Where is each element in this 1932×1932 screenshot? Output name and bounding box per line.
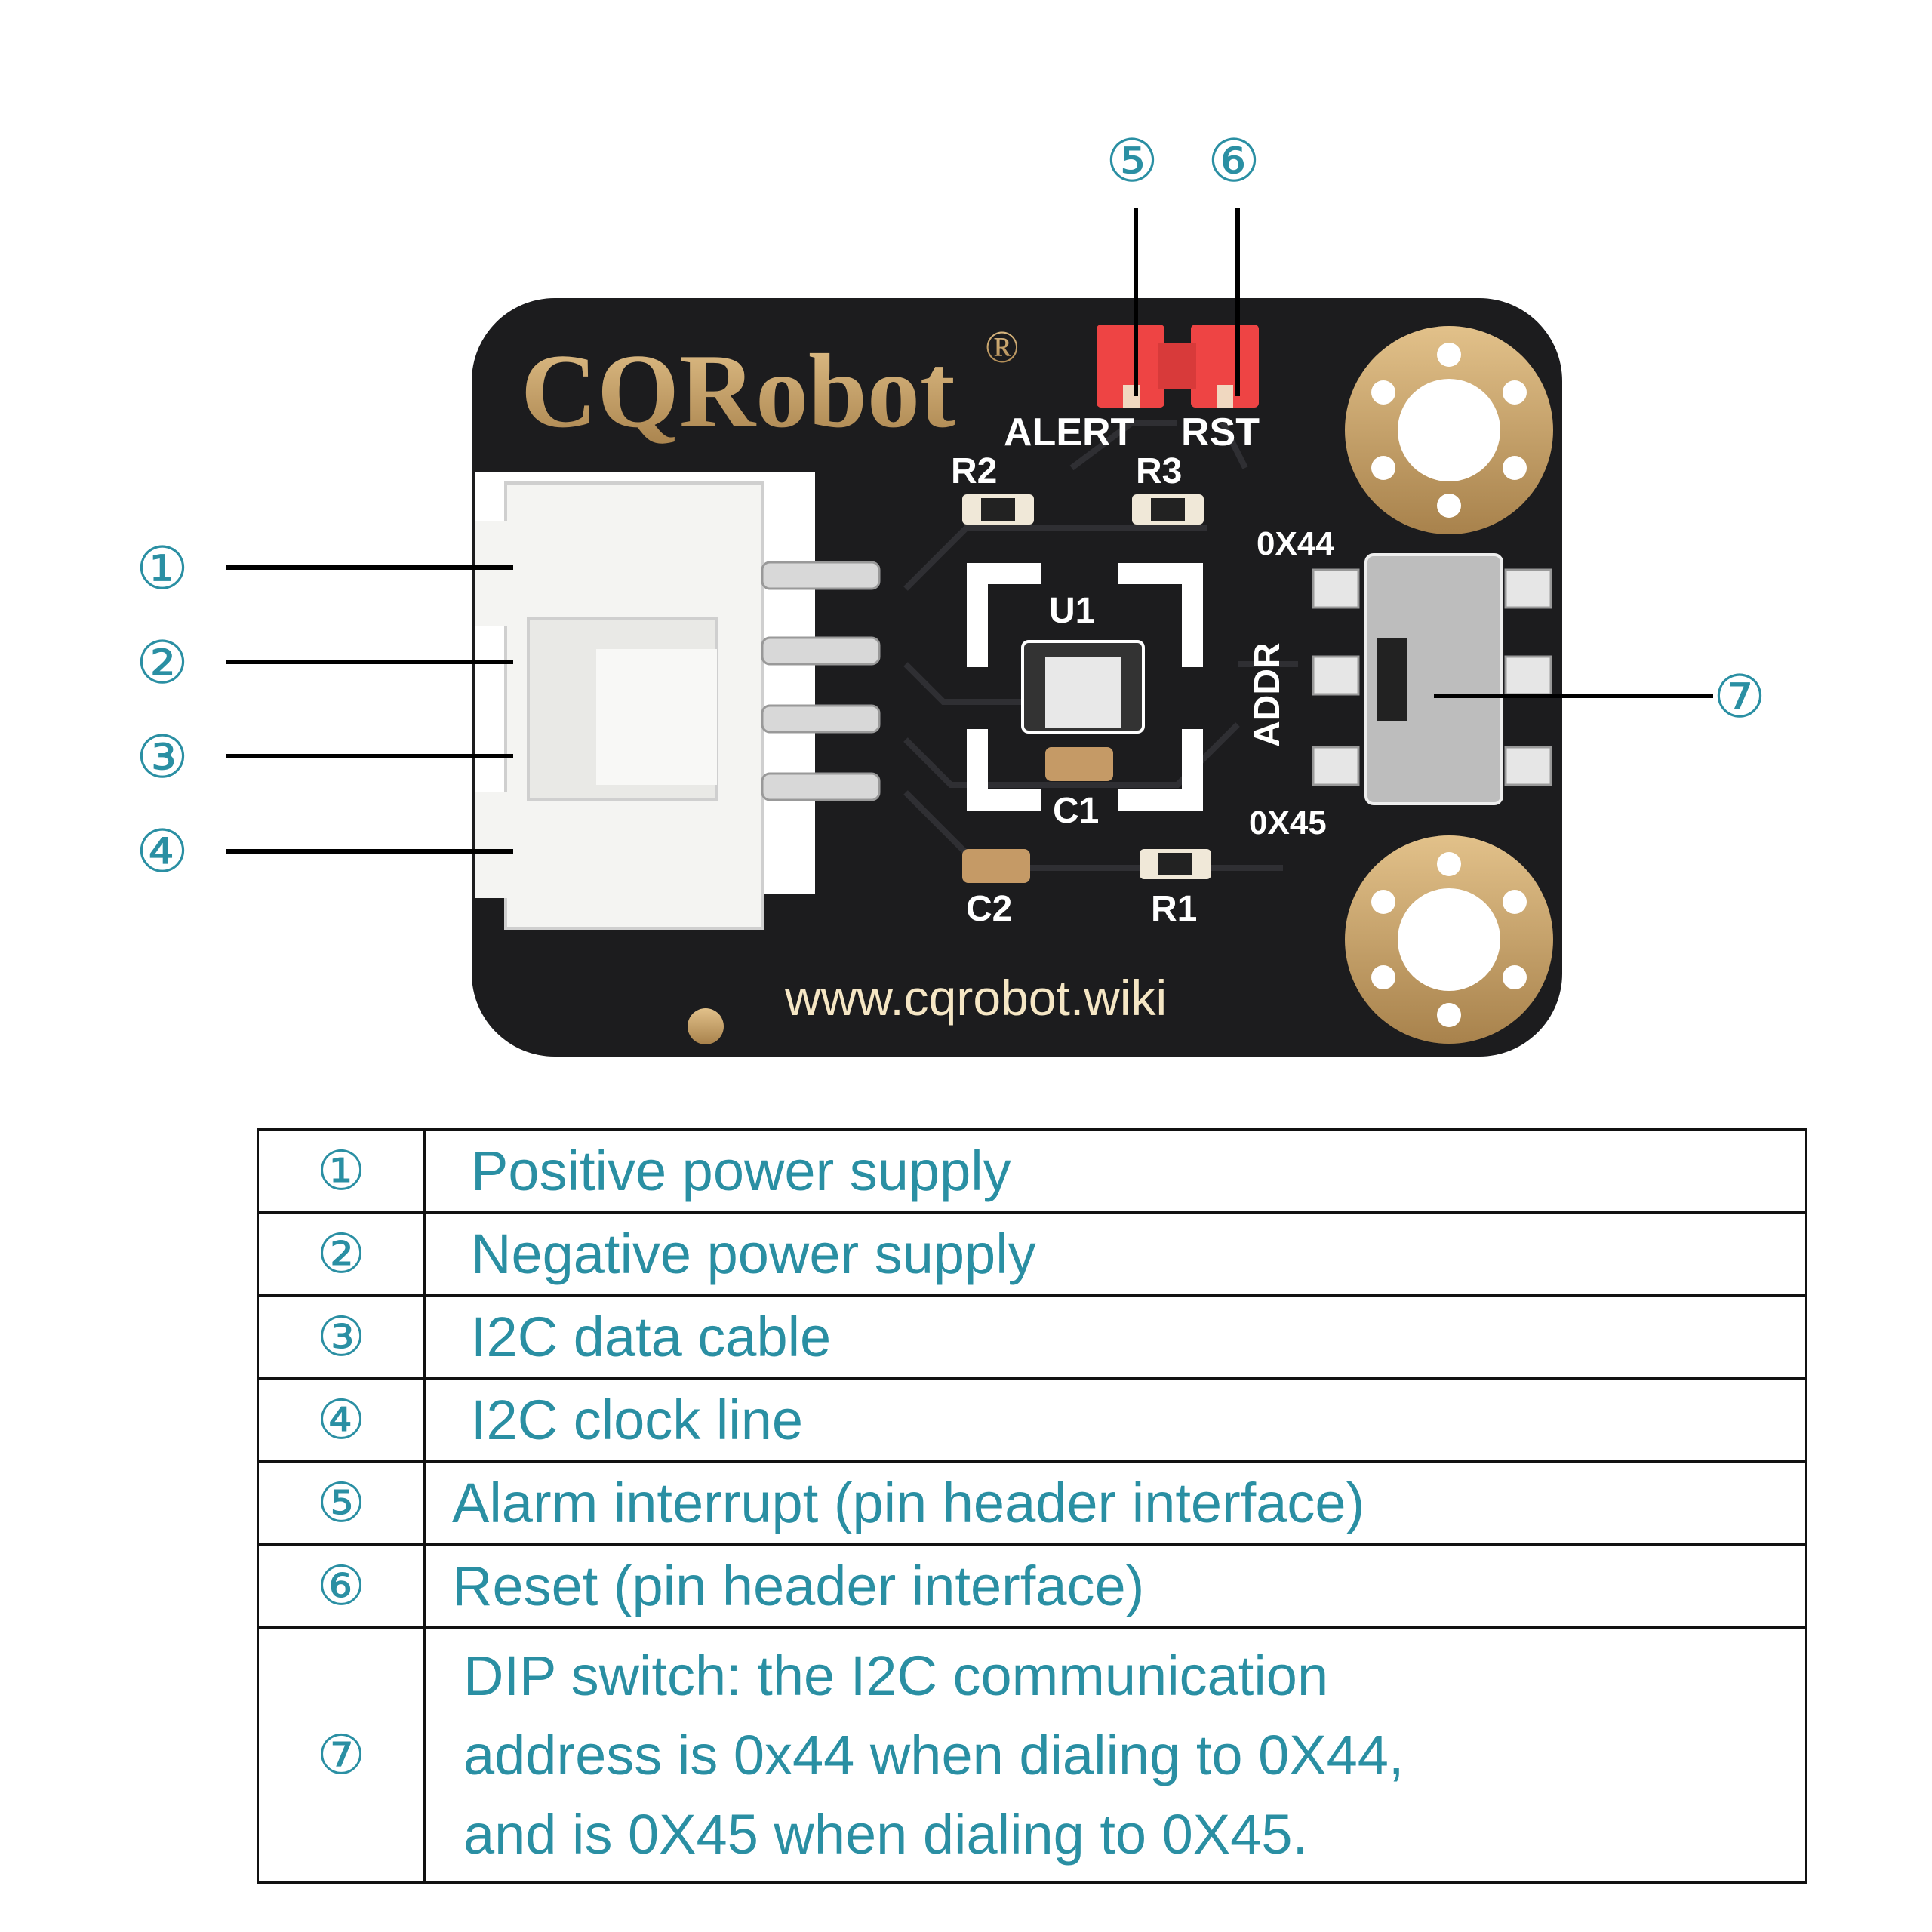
registered-mark: ® <box>985 322 1020 372</box>
u1-label: U1 <box>1049 591 1095 631</box>
c1-label: C1 <box>1053 791 1099 831</box>
legend-text-line: address is 0x44 when dialing to 0X44, <box>463 1724 1404 1786</box>
mounting-hole-top <box>1345 326 1553 534</box>
legend-row: ④ I2C clock line <box>257 1377 1807 1463</box>
legend-table: ① Positive power supply ② Negative power… <box>257 1128 1807 1884</box>
dip-switch <box>1312 553 1552 805</box>
addr-low-label: 0X45 <box>1249 804 1327 841</box>
capacitor-c2 <box>962 849 1030 883</box>
callout-3: ③ <box>136 724 189 792</box>
legend-num: ④ <box>257 1377 426 1463</box>
board-diagram: CQRobot ® ALERT RST R2 R3 U1 C1 C2 R1 0X… <box>136 128 1766 1057</box>
legend-text: I2C data cable <box>423 1294 1807 1380</box>
legend-row: ③ I2C data cable <box>257 1294 1807 1380</box>
legend-row: ② Negative power supply <box>257 1211 1807 1297</box>
legend-row: ⑤ Alarm interrupt (pin header interface) <box>257 1460 1807 1546</box>
legend-row: ⑥ Reset (pin header interface) <box>257 1543 1807 1629</box>
pin-header <box>1097 325 1259 408</box>
website-label: www.cqrobot.wiki <box>784 970 1167 1026</box>
sensor-chip <box>1021 640 1145 734</box>
r3-label: R3 <box>1136 451 1182 491</box>
legend-num: ① <box>257 1128 426 1214</box>
legend-text: Reset (pin header interface) <box>423 1543 1807 1629</box>
legend-text-line: and is 0X45 when dialing to 0X45. <box>463 1803 1309 1866</box>
legend-row: ① Positive power supply <box>257 1128 1807 1214</box>
legend-text: Positive power supply <box>423 1128 1807 1214</box>
legend-text: Alarm interrupt (pin header interface) <box>423 1460 1807 1546</box>
r1-label: R1 <box>1151 889 1197 929</box>
rst-label: RST <box>1181 411 1260 454</box>
legend-num: ② <box>257 1211 426 1297</box>
legend-num: ③ <box>257 1294 426 1380</box>
legend-num: ⑦ <box>257 1626 426 1884</box>
legend-text: Negative power supply <box>423 1211 1807 1297</box>
callout-4: ④ <box>136 818 189 886</box>
legend-text-line: DIP switch: the I2C communication <box>463 1644 1329 1707</box>
callout-1: ① <box>136 535 189 603</box>
mounting-hole-bottom <box>1345 835 1553 1044</box>
c2-label: C2 <box>966 889 1012 929</box>
legend-row: ⑦ DIP switch: the I2C communication addr… <box>257 1626 1807 1884</box>
capacitor-c1 <box>1045 747 1113 781</box>
legend-num: ⑤ <box>257 1460 426 1546</box>
jst-connector <box>475 472 881 930</box>
callout-5: ⑤ <box>1106 128 1158 195</box>
alert-label: ALERT <box>1004 411 1135 454</box>
r2-label: R2 <box>951 451 997 491</box>
callout-7: ⑦ <box>1713 663 1766 731</box>
legend-text: I2C clock line <box>423 1377 1807 1463</box>
callout-6: ⑥ <box>1208 128 1260 195</box>
legend-num: ⑥ <box>257 1543 426 1629</box>
sensor-frame <box>967 563 1203 811</box>
gold-pad <box>688 1008 724 1044</box>
callout-2: ② <box>136 629 189 697</box>
addr-label: ADDR <box>1247 642 1287 747</box>
legend-text: DIP switch: the I2C communication addres… <box>423 1626 1807 1884</box>
addr-high-label: 0X44 <box>1257 525 1334 562</box>
brand-logo: CQRobot <box>521 333 955 450</box>
